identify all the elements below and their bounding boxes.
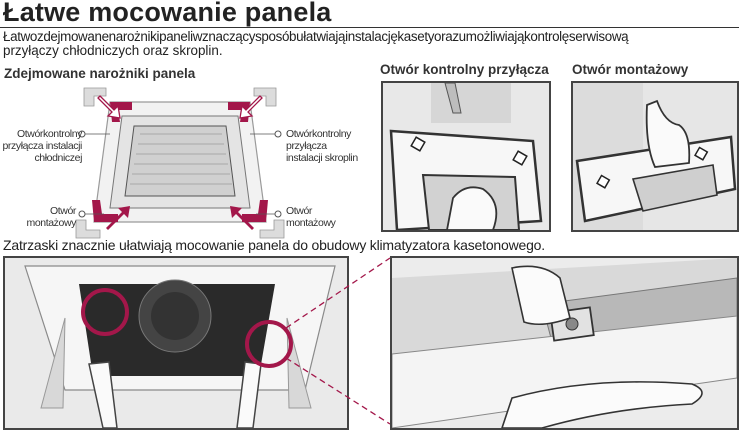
control-hole — [410, 136, 426, 152]
arrow-out-bottom-right — [230, 206, 254, 230]
cassette-panel-diagram — [75, 87, 285, 239]
intro-text-line-2: przyłączy chłodniczych oraz skroplin. — [3, 43, 223, 58]
detached-corner-top-left — [83, 87, 107, 107]
intro-text-line-1: Łatwozdejmowanenarożnikipanelіwznaczącys… — [3, 29, 629, 44]
label-mounting-hole-right: Otwór montażowy — [286, 205, 336, 229]
hand — [645, 99, 691, 168]
mounting-hole — [596, 174, 611, 189]
grille — [124, 125, 236, 197]
latch-highlight-left — [81, 288, 129, 336]
photo-snap-latches-overview — [3, 256, 349, 430]
zoom-connector — [285, 257, 391, 425]
caption-snap-latches: Zatrzaski znacznie ułatwiają mocowanie p… — [3, 237, 545, 253]
detached-corner-bottom-right — [259, 219, 285, 239]
photo-control-hole — [381, 81, 551, 232]
label-refrigerant-control-hole: Otwórkontrolny przyłącza instalacji chło… — [2, 128, 82, 164]
callout-dot-right-top — [274, 130, 282, 138]
callout-dot-left-bottom — [78, 210, 86, 218]
latch-highlight-right — [245, 320, 293, 368]
arrow-out-top-right — [239, 95, 263, 119]
section-heading-mounting-hole: Otwór montażowy — [572, 62, 689, 77]
label-condensate-control-hole: Otwórkontrolny przyłącza instalacji skro… — [286, 128, 358, 164]
upper-hand — [511, 265, 571, 326]
arrow-out-bottom-left — [106, 206, 130, 230]
page-title: Łatwe mocowanie panela — [3, 0, 332, 27]
corner-highlight-bottom-left — [92, 200, 118, 222]
photo-snap-latch-closeup — [390, 256, 739, 430]
callout-dot-left-top — [78, 130, 86, 138]
section-heading-removable-corners: Zdejmowane narożniki panela — [4, 66, 196, 81]
lower-hand — [501, 381, 703, 428]
label-mounting-hole-left: Otwór montażowy — [26, 205, 76, 229]
corner-highlight-bottom-right — [242, 200, 268, 222]
hand — [446, 186, 498, 230]
section-heading-control-hole: Otwór kontrolny przyłącza — [380, 62, 549, 77]
detached-corner-top-right — [253, 87, 277, 107]
photo-mounting-hole — [571, 81, 739, 232]
arrow-out-top-left — [97, 95, 121, 119]
left-hand — [88, 361, 118, 428]
detached-corner-bottom-left — [75, 219, 101, 239]
title-divider — [0, 27, 739, 28]
callout-dot-right-bottom — [274, 210, 282, 218]
